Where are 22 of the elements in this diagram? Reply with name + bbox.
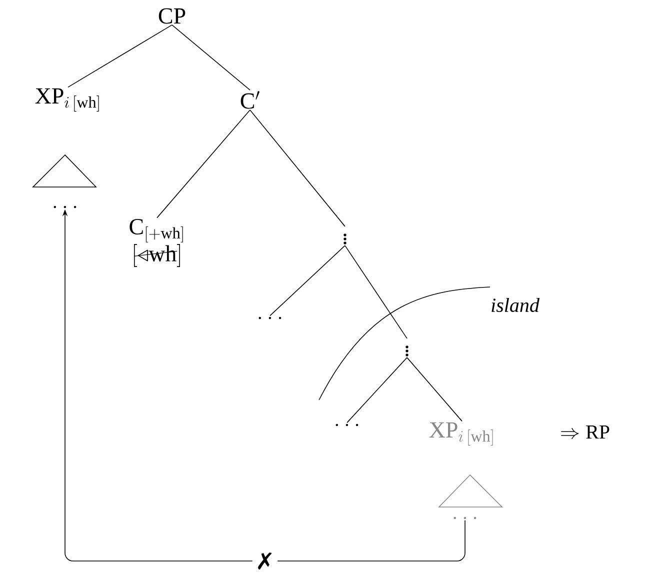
tree-label: $\mathrm{C}'$ [240, 91, 260, 109]
branch-line [172, 24, 250, 90]
tree-label: CP [158, 8, 186, 24]
tree-label: $\ldots$ [258, 316, 282, 320]
tree-label: $\mathrm{XP}_{i\,[\mathrm{wh}]}$ [429, 422, 493, 446]
branch-line [344, 245, 408, 339]
resumptive-label: $\Rightarrow \mathrm{RP}$ [561, 425, 610, 440]
edge-label: ✗ [252, 549, 278, 573]
tree-label: $\ldots$ [336, 424, 358, 426]
branch-line [68, 24, 172, 88]
tree-label: $\vdots$ [406, 346, 408, 356]
island-label: island [492, 298, 540, 312]
branch-line [270, 245, 346, 316]
tree-label: $\vdots$ [344, 234, 346, 244]
tree-label: $\mathrm{C}_{[\mathrm{+wh}]}$ $[\triangleleft\mathrm{wh}]$ [130, 219, 183, 267]
tree-label: $\mathrm{XP}_{i\,[\mathrm{wh}]}$ [35, 88, 99, 112]
branch-line [156, 110, 250, 218]
branch-line [406, 357, 462, 422]
tree-label: $\ldots$ [54, 206, 76, 208]
branch-line [250, 110, 346, 227]
tree-label: $\ldots$ [454, 516, 476, 520]
branch-line [346, 357, 408, 424]
